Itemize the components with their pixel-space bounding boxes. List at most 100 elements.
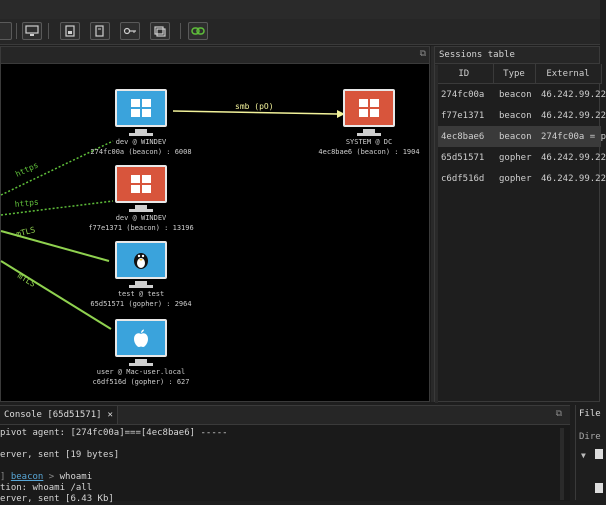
console-line: erver, sent [19 bytes] [0, 450, 120, 460]
monitor-icon [115, 165, 167, 212]
layers-icon [154, 26, 166, 37]
windows-logo-icon [131, 175, 151, 193]
edge-label-https-1: https [14, 160, 40, 178]
table-header-row: ID Type External [435, 64, 602, 84]
cell-id: f77e1371 [441, 110, 485, 121]
cell-external: 274fc00a = p [535, 126, 606, 147]
link-button[interactable] [188, 22, 208, 40]
cell-id: c6df516d [441, 173, 485, 184]
console-output[interactable]: pivot agent: [274fc00a]===[4ec8bae6] ---… [0, 428, 560, 505]
apple-logo-icon [134, 329, 148, 347]
console-tab[interactable]: Console [65d51571] ✕ [0, 406, 118, 424]
monitor-icon [115, 319, 167, 366]
cell-external: 46.242.99.22 [541, 152, 606, 163]
console-scrollbar[interactable] [560, 428, 564, 500]
cell-type: gopher [499, 152, 532, 163]
toolbar-button-partial[interactable] [0, 22, 12, 40]
table-row[interactable]: 65d51571 gopher 46.242.99.22 [435, 147, 606, 168]
toolbar-separator [180, 23, 181, 39]
edge-smb [172, 110, 338, 115]
toolbar-separator [48, 23, 49, 39]
edge-label-https-2: https [14, 198, 39, 209]
panel-close-icon[interactable]: ⧉ [419, 49, 426, 59]
monitor-button[interactable] [22, 22, 42, 40]
edge-https-1 [0, 140, 114, 196]
file-icon[interactable] [595, 449, 603, 459]
column-header-type[interactable]: Type [493, 64, 536, 84]
sessions-table-title: Sessions table [435, 47, 599, 64]
table-row-selected[interactable]: 4ec8bae6 beacon 274fc00a = p [435, 126, 606, 147]
column-header-external[interactable]: External [535, 64, 602, 84]
key-icon [123, 27, 136, 35]
monitor-icon [343, 89, 395, 136]
console-prompt-prefix: ] [0, 472, 11, 482]
cell-type: beacon [499, 89, 532, 100]
graph-edges: smb (pO) https https mTLS mTLS [0, 102, 345, 330]
console-line: erver, sent [6.43 Kb] [0, 494, 114, 504]
cell-id: 274fc00a [441, 89, 485, 100]
cell-id: 65d51571 [441, 152, 485, 163]
console-prompt-sep: > [43, 472, 60, 482]
panel-float-icon[interactable]: ⧉ [555, 409, 562, 419]
console-line: pivot agent: [274fc00a]===[4ec8bae6] ---… [0, 428, 228, 438]
table-row[interactable]: c6df516d gopher 46.242.99.22 [435, 168, 606, 189]
cell-external: 46.242.99.22 [541, 110, 606, 121]
file-icon[interactable] [595, 483, 603, 493]
session-graph-panel: ⧉ smb (pO) https https mTLS mTLS dev @ W… [0, 46, 430, 402]
sessions-table: ID Type External 274fc00a beacon 46.242.… [435, 64, 606, 189]
layers-button[interactable] [150, 22, 170, 40]
close-tab-icon[interactable]: ✕ [107, 410, 113, 420]
toolbar [0, 19, 600, 45]
expand-arrow-icon[interactable]: ▼ [581, 451, 586, 460]
title-bar [0, 0, 600, 20]
monitor-icon [115, 241, 167, 288]
cell-type: beacon [499, 110, 532, 121]
table-row[interactable]: f77e1371 beacon 46.242.99.22 [435, 105, 606, 126]
cell-external: 46.242.99.22 [541, 173, 606, 184]
table-row[interactable]: 274fc00a beacon 46.242.99.22 [435, 84, 606, 106]
monitor-icon [115, 89, 167, 136]
files-directory-label: Dire [579, 432, 601, 442]
edge-mtls-2 [0, 260, 112, 330]
console-prompt-agent[interactable]: beacon [10, 472, 44, 482]
column-header-id[interactable]: ID [435, 64, 494, 84]
console-line: tion: whoami /all [0, 483, 93, 493]
edge-label-smb: smb (pO) [235, 102, 274, 111]
file-icon [95, 25, 104, 37]
console-panel: Console [65d51571] ✕ ⧉ pivot agent: [274f… [0, 405, 570, 504]
edge-smb-arrow [337, 110, 345, 118]
console-tab-bar: Console [65d51571] ✕ ⧉ [0, 406, 570, 425]
files-panel: File Dire ▼ [575, 405, 603, 500]
windows-logo-icon [131, 99, 151, 117]
panel-splitter[interactable] [431, 46, 434, 402]
save-icon [65, 25, 75, 37]
cell-external: 46.242.99.22 [541, 89, 606, 100]
linux-tux-icon [134, 253, 148, 269]
edge-label-mtls-2: mTLS [16, 271, 37, 289]
link-icon [191, 27, 205, 35]
table-scrollbar[interactable] [435, 65, 438, 403]
cell-id: 4ec8bae6 [435, 126, 493, 147]
console-command: whoami [59, 472, 93, 482]
graph-panel-header: ⧉ [1, 47, 429, 64]
edge-https-2 [0, 200, 114, 216]
cell-type: gopher [499, 173, 532, 184]
files-button[interactable] [90, 22, 110, 40]
toolbar-separator [16, 23, 17, 39]
cell-type: beacon [493, 126, 535, 147]
console-tab-label: Console [65d51571] [4, 410, 102, 420]
key-button[interactable] [120, 22, 140, 40]
sessions-table-panel: Sessions table ID Type External 274fc00a… [434, 46, 606, 403]
save-button[interactable] [60, 22, 80, 40]
monitor-icon [25, 25, 39, 36]
